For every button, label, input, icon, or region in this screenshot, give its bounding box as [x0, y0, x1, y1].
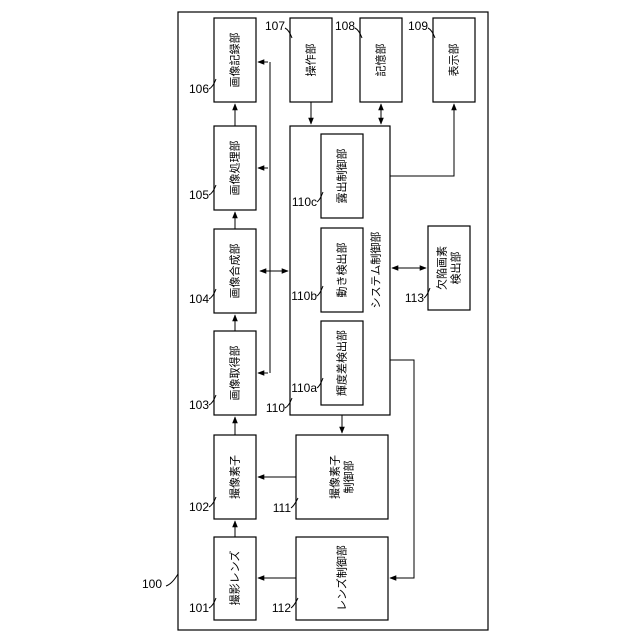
storage-label: 記憶部	[374, 44, 388, 77]
luminance-diff-label: 輝度差検出部	[335, 330, 349, 396]
display-label: 表示部	[447, 44, 461, 77]
ref-acquire: 103	[189, 398, 209, 412]
operation-label: 操作部	[304, 44, 318, 77]
record-label: 画像記録部	[228, 33, 242, 88]
acquire-label: 画像取得部	[228, 346, 242, 401]
motion-detect-label: 動き検出部	[335, 243, 349, 298]
ref-process: 105	[189, 188, 209, 202]
ref-sub-a: 110a	[291, 381, 317, 395]
ref-lens-control: 112	[272, 601, 291, 615]
lens-label: 撮影レンズ	[228, 551, 242, 606]
sensor-control-label-1: 撮像素子	[328, 455, 342, 499]
sensor-label: 撮像素子	[228, 455, 242, 499]
sensor-control-label-2: 制御部	[342, 461, 356, 494]
exposure-control-label: 露出制御部	[335, 149, 349, 204]
defect-detect-label-1: 欠陥画素	[435, 246, 449, 290]
ref-device: 100	[142, 577, 162, 591]
ref-sensor: 102	[189, 500, 209, 514]
ref-record: 106	[189, 82, 209, 96]
ref-composite: 104	[189, 292, 209, 306]
ref-storage: 108	[335, 19, 355, 33]
ref-operation: 107	[265, 19, 285, 33]
ref-sub-c: 110c	[292, 195, 317, 209]
system-control-label: システム制御部	[369, 232, 383, 309]
ref-defect: 113	[405, 291, 424, 305]
ref-sensor-control: 111	[273, 501, 292, 515]
lens-control-label: レンズ制御部	[335, 545, 349, 611]
ref-display: 109	[408, 19, 428, 33]
ref-sub-b: 110b	[291, 289, 317, 303]
leader-device	[166, 574, 178, 586]
ref-system: 110	[266, 401, 285, 415]
ref-lens: 101	[189, 601, 209, 615]
defect-detect-label-2: 検出部	[449, 252, 463, 285]
process-label: 画像処理部	[228, 141, 242, 196]
composite-label: 画像合成部	[228, 244, 242, 299]
